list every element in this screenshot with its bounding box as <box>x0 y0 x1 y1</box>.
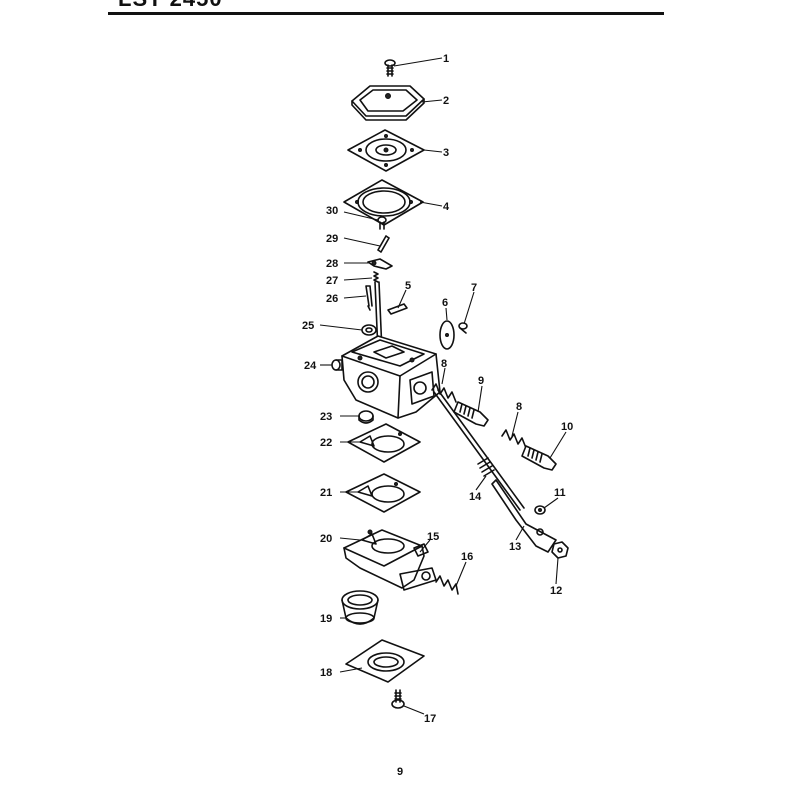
leader-lines <box>319 57 567 715</box>
header-rule <box>108 12 664 15</box>
callout-18: 18 <box>320 667 332 679</box>
part-1-screw <box>384 59 396 77</box>
part-30-screw <box>377 216 387 230</box>
part-9-needle <box>453 401 489 427</box>
part-27-spring <box>373 271 379 283</box>
callout-6: 6 <box>442 297 448 309</box>
callout-1: 1 <box>443 53 449 65</box>
callout-9: 9 <box>478 375 484 387</box>
callout-10: 10 <box>561 421 573 433</box>
callout-14: 14 <box>469 491 482 503</box>
callout-22: 22 <box>320 437 332 449</box>
part-7-screw <box>458 322 468 334</box>
carburetor-body <box>341 335 441 419</box>
callout-16: 16 <box>461 551 473 563</box>
callout-labels: 1 2 3 4 5 6 7 8 8 9 10 11 12 13 14 15 16… <box>302 53 573 725</box>
callout-27: 27 <box>326 275 338 287</box>
part-8-spring-upper <box>431 383 457 403</box>
callout-17: 17 <box>424 713 436 725</box>
part-16-spring <box>435 575 459 595</box>
part-25-washer <box>361 324 377 336</box>
part-26-needle <box>365 285 373 311</box>
callout-20: 20 <box>320 533 332 545</box>
callout-15: 15 <box>427 531 439 543</box>
callout-24: 24 <box>304 360 317 372</box>
part-18-gasket <box>345 639 425 683</box>
part-23-cap <box>358 410 374 424</box>
part-11-clip <box>534 505 546 515</box>
page-number: 9 <box>396 766 404 778</box>
part-29-pin <box>377 235 390 253</box>
part-15-fitting <box>413 543 429 557</box>
callout-13: 13 <box>509 541 521 553</box>
callout-11: 11 <box>554 487 566 499</box>
part-19-cup <box>341 590 379 625</box>
callout-12: 12 <box>550 585 562 597</box>
callout-4: 4 <box>443 201 450 213</box>
part-2-cover <box>351 85 425 121</box>
callout-8-upper: 8 <box>441 358 447 370</box>
part-12-nut <box>551 541 569 559</box>
page-header-title: LST 2450 <box>118 0 223 12</box>
callout-5: 5 <box>405 280 411 292</box>
part-17-screw <box>391 689 405 709</box>
part-14-spring <box>477 457 495 477</box>
part-28-lever <box>367 258 393 270</box>
callout-21: 21 <box>320 487 332 499</box>
callout-19: 19 <box>320 613 332 625</box>
throttle-rod <box>433 389 525 511</box>
part-13-lever <box>491 479 557 553</box>
callout-28: 28 <box>326 258 338 270</box>
callout-25: 25 <box>302 320 314 332</box>
part-24-plug <box>331 359 343 371</box>
part-21-diaphragm <box>345 473 421 513</box>
callout-29: 29 <box>326 233 338 245</box>
part-6-throttle-plate <box>439 320 455 350</box>
callout-23: 23 <box>320 411 332 423</box>
part-3-diaphragm <box>347 129 425 172</box>
part-10-needle <box>521 445 557 471</box>
part-20-pump-body <box>343 529 437 591</box>
callout-3: 3 <box>443 147 449 159</box>
callout-8-lower: 8 <box>516 401 522 413</box>
part-8-spring-lower <box>501 429 527 449</box>
part-22-gasket <box>347 423 421 463</box>
callout-30: 30 <box>326 205 338 217</box>
callout-7: 7 <box>471 282 477 294</box>
part-5-clip <box>387 303 408 315</box>
callout-26: 26 <box>326 293 338 305</box>
callout-2: 2 <box>443 95 449 107</box>
